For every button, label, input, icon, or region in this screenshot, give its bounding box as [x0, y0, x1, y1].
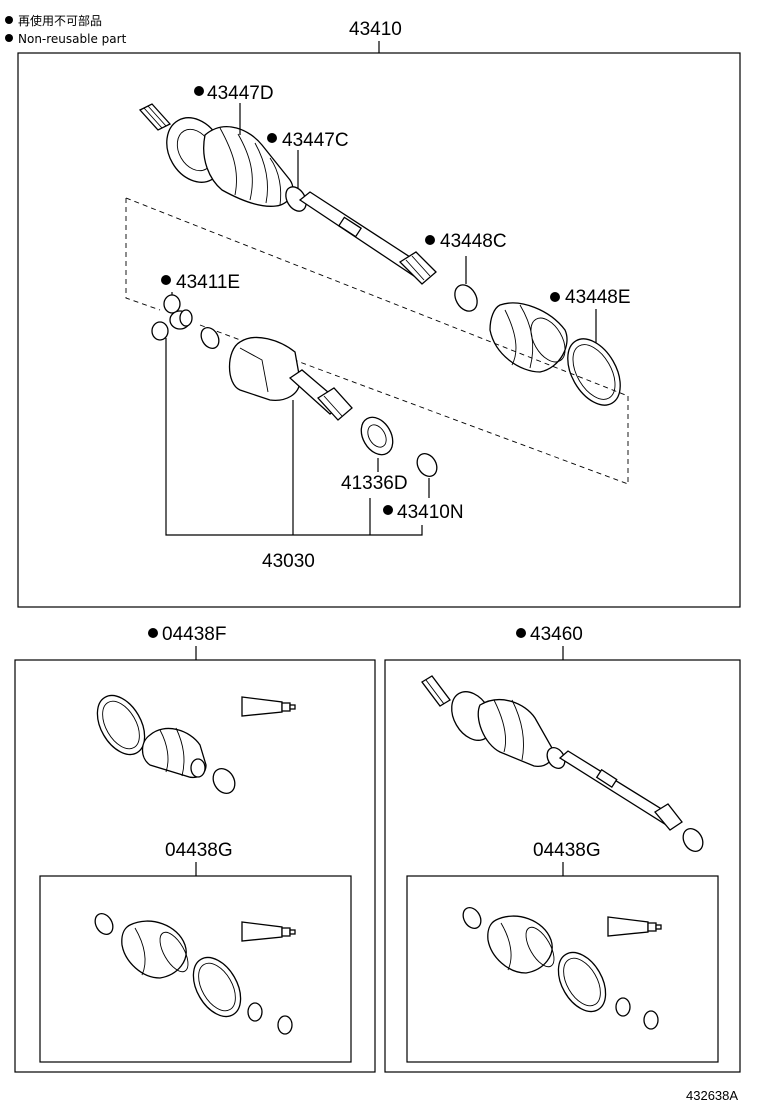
figure-reference-number: 432638A: [686, 1088, 738, 1103]
non-reusable-bullet-icon: [267, 133, 277, 143]
label-43460: 43460: [530, 624, 583, 645]
legend: 再使用不可部品 Non-reusable part: [5, 13, 127, 46]
label-43410: 43410: [349, 19, 402, 40]
snap-ring-43410N: [416, 453, 438, 477]
legend-en: Non-reusable part: [18, 32, 127, 46]
legend-jp: 再使用不可部品: [18, 13, 102, 28]
kit-04438F-illustration: [96, 694, 296, 794]
label-41336D: 41336D: [341, 473, 408, 494]
kit-04438G-right-frame: [406, 875, 719, 1063]
label-43447D: 43447D: [207, 83, 274, 104]
non-reusable-bullet-icon: [148, 628, 158, 638]
non-reusable-bullet-icon: [550, 292, 560, 302]
kit-04438G-right-illustration: [462, 907, 662, 1030]
oil-seal: [360, 416, 394, 456]
label-43030: 43030: [262, 551, 315, 572]
non-reusable-bullet-icon: [5, 34, 13, 42]
kit-04438G-left-illustration: [94, 913, 296, 1035]
label-43410N: 43410N: [397, 502, 464, 523]
non-reusable-bullet-icon: [425, 235, 435, 245]
label-04438G-right: 04438G: [533, 840, 601, 861]
snap-ring: [200, 327, 220, 349]
non-reusable-bullet-icon: [383, 505, 393, 515]
tripod-joint-illustration: [151, 294, 193, 341]
kit-04438G-left-frame: [39, 875, 352, 1063]
top-assembly-frame: [17, 52, 741, 608]
kit-43460-frame: [384, 659, 741, 1073]
kit-43460-illustration: [421, 675, 704, 852]
label-04438G-left: 04438G: [165, 840, 233, 861]
label-43448E: 43448E: [565, 287, 631, 308]
bracket-43030: [165, 338, 423, 536]
dashed-projection-left: [125, 198, 161, 311]
label-43447C: 43447C: [282, 130, 349, 151]
non-reusable-bullet-icon: [194, 86, 204, 96]
label-43411E: 43411E: [176, 272, 240, 293]
inner-boot-illustration: [489, 302, 621, 406]
drive-shaft-outer-illustration: [138, 103, 437, 285]
clamp-43448C: [454, 284, 478, 312]
non-reusable-bullet-icon: [5, 16, 13, 24]
kit-04438F-frame: [14, 659, 376, 1073]
non-reusable-bullet-icon: [161, 275, 171, 285]
label-04438F: 04438F: [162, 624, 226, 645]
label-43448C: 43448C: [440, 231, 507, 252]
non-reusable-bullet-icon: [516, 628, 526, 638]
inner-joint-housing-illustration: [228, 336, 353, 421]
